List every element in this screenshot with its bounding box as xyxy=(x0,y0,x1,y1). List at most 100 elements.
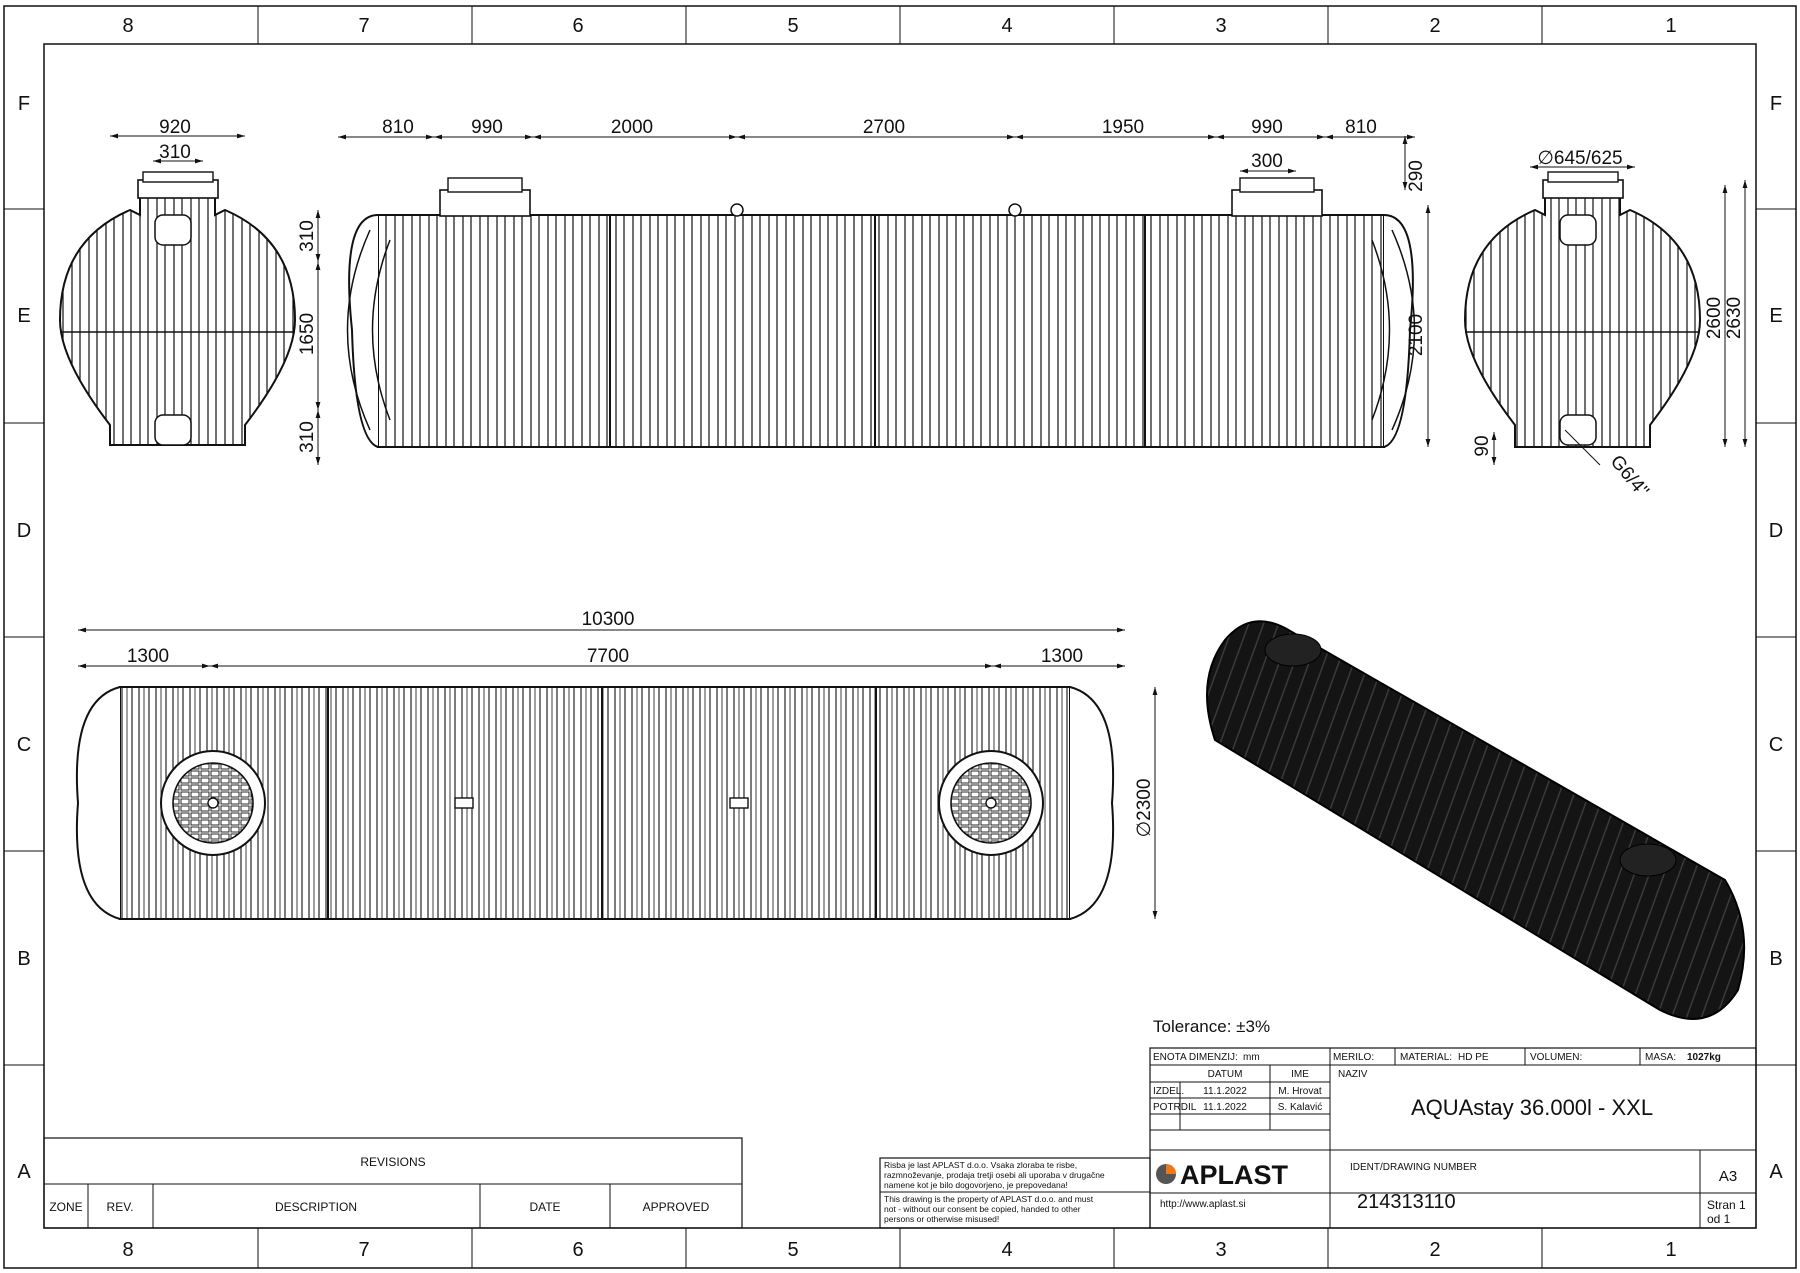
col-label-top: 4 xyxy=(1001,15,1012,37)
zone-labels: 8 7 6 5 4 3 2 1 8 7 6 5 4 3 2 1 F E D C … xyxy=(17,15,1784,1261)
col-label-bottom: 8 xyxy=(122,1239,133,1261)
ident-label: IDENT/DRAWING NUMBER xyxy=(1350,1162,1477,1173)
row-label-left: A xyxy=(17,1161,31,1183)
checked-name: S. Kalavić xyxy=(1278,1102,1322,1113)
aplast-logo: APLAST xyxy=(1156,1160,1289,1190)
drawn-name: M. Hrovat xyxy=(1278,1086,1322,1097)
dim-side-dome-height: 290 xyxy=(1406,160,1427,192)
units-label: ENOTA DIMENZIJ: xyxy=(1153,1052,1238,1063)
rev-col-description: DESCRIPTION xyxy=(275,1200,357,1214)
right-end-view: ∅645/625 2600 2630 90 G6/4" xyxy=(1463,148,1748,502)
row-label-left: E xyxy=(17,305,30,327)
dim-side-2: 990 xyxy=(471,117,503,138)
tolerance-note: Tolerance: ±3% xyxy=(1153,1017,1270,1036)
dim-top-middle: 7700 xyxy=(587,646,629,667)
dim-side-3: 2000 xyxy=(611,117,653,138)
col-label-bottom: 4 xyxy=(1001,1239,1012,1261)
page-line-1: Stran 1 xyxy=(1707,1198,1746,1212)
outer-frame xyxy=(3,5,1797,1269)
dim-end-bottom: 310 xyxy=(297,421,318,453)
dim-side-5: 1950 xyxy=(1102,117,1144,138)
property-note-en-1: This drawing is the property of APLAST d… xyxy=(884,1194,1094,1204)
mass-value: 1027kg xyxy=(1687,1052,1721,1063)
row-label-left: D xyxy=(17,520,31,542)
date-header: DATUM xyxy=(1208,1069,1243,1080)
revisions-table: REVISIONS ZONE REV. DESCRIPTION DATE APP… xyxy=(43,1137,743,1229)
dim-end-width: 920 xyxy=(159,117,191,138)
checked-date: 11.1.2022 xyxy=(1203,1102,1247,1113)
dim-side-1: 810 xyxy=(382,117,414,138)
dim-right-height-2: 2630 xyxy=(1724,297,1745,339)
units-value: mm xyxy=(1243,1052,1260,1063)
col-label-top: 2 xyxy=(1429,15,1440,37)
title-block xyxy=(879,1047,1757,1229)
volume-label: VOLUMEN: xyxy=(1530,1052,1582,1063)
col-label-bottom: 2 xyxy=(1429,1239,1440,1261)
drawing-title: AQUAstay 36.000l - XXL xyxy=(1411,1095,1653,1120)
sheet-size: A3 xyxy=(1719,1168,1737,1185)
col-label-bottom: 7 xyxy=(358,1239,369,1261)
col-label-top: 8 xyxy=(122,15,133,37)
dim-top-total: 10300 xyxy=(582,609,635,630)
col-label-bottom: 5 xyxy=(787,1239,798,1261)
revisions-title: REVISIONS xyxy=(360,1155,425,1169)
rev-col-approved: APPROVED xyxy=(643,1200,710,1214)
dim-right-height-1: 2600 xyxy=(1704,297,1725,339)
row-label-right: C xyxy=(1769,734,1783,756)
company-website: http://www.aplast.si xyxy=(1160,1199,1246,1210)
col-label-top: 1 xyxy=(1665,15,1676,37)
dim-end-top: 310 xyxy=(297,220,318,252)
dim-side-7: 810 xyxy=(1345,117,1377,138)
row-label-right: D xyxy=(1769,520,1783,542)
ident-value: 214313110 xyxy=(1357,1191,1456,1213)
drawn-label: IZDEL. xyxy=(1153,1086,1184,1097)
dim-end-body: 1650 xyxy=(297,313,318,355)
dim-right-thread: G6/4" xyxy=(1606,451,1653,501)
col-label-bottom: 3 xyxy=(1215,1239,1226,1261)
row-label-right: B xyxy=(1769,948,1782,970)
col-label-top: 3 xyxy=(1215,15,1226,37)
title-label: NAZIV xyxy=(1338,1069,1368,1080)
dim-top-diameter: ∅2300 xyxy=(1134,779,1155,838)
property-note-en-2: not - without our consent be copied, han… xyxy=(884,1204,1081,1214)
checked-label: POTRDIL xyxy=(1153,1102,1197,1113)
dim-side-6: 990 xyxy=(1251,117,1283,138)
row-label-right: F xyxy=(1770,93,1782,115)
dim-right-diameter: ∅645/625 xyxy=(1537,148,1622,169)
material-value: HD PE xyxy=(1458,1052,1489,1063)
col-label-top: 5 xyxy=(787,15,798,37)
col-label-top: 6 xyxy=(572,15,583,37)
property-note-sl-1: Risba je last APLAST d.o.o. Vsaka zlorab… xyxy=(884,1160,1077,1170)
col-label-bottom: 1 xyxy=(1665,1239,1676,1261)
rev-col-rev: REV. xyxy=(107,1200,134,1214)
col-label-top: 7 xyxy=(358,15,369,37)
property-note-sl-3: namene kot je bilo dogovorjeno, je prepo… xyxy=(884,1180,1068,1190)
row-label-right: A xyxy=(1769,1161,1783,1183)
rev-col-zone: ZONE xyxy=(49,1200,82,1214)
dim-side-4: 2700 xyxy=(863,117,905,138)
row-label-right: E xyxy=(1769,305,1782,327)
isometric-tank-render xyxy=(1206,620,1746,1020)
dim-right-bottom: 90 xyxy=(1472,435,1493,456)
name-header: IME xyxy=(1291,1069,1309,1080)
material-label: MATERIAL: xyxy=(1400,1052,1452,1063)
row-label-left: B xyxy=(17,948,30,970)
company-name: APLAST xyxy=(1180,1160,1289,1190)
dim-end-dome-width: 310 xyxy=(159,142,191,163)
property-note-sl-2: razmnoževanje, prodaja tretji osebi ali … xyxy=(884,1170,1105,1180)
mass-label: MASA: xyxy=(1645,1052,1676,1063)
dim-top-left: 1300 xyxy=(127,646,169,667)
zone-ticks xyxy=(4,6,1796,1268)
row-label-left: F xyxy=(18,93,30,115)
property-note-en-3: persons or otherwise misused! xyxy=(884,1214,999,1224)
drawn-date: 11.1.2022 xyxy=(1203,1086,1247,1097)
row-label-left: C xyxy=(17,734,31,756)
col-label-bottom: 6 xyxy=(572,1239,583,1261)
dim-side-body-height: 2100 xyxy=(1406,314,1427,356)
page-line-2: od 1 xyxy=(1707,1212,1731,1226)
top-view: 10300 1300 7700 1300 ∅2300 xyxy=(75,609,1158,920)
left-end-view: 920 310 310 1650 310 xyxy=(58,117,321,465)
scale-label: MERILO: xyxy=(1333,1052,1374,1063)
title-block-text: ENOTA DIMENZIJ: mm MERILO: MATERIAL: HD … xyxy=(884,1052,1746,1226)
